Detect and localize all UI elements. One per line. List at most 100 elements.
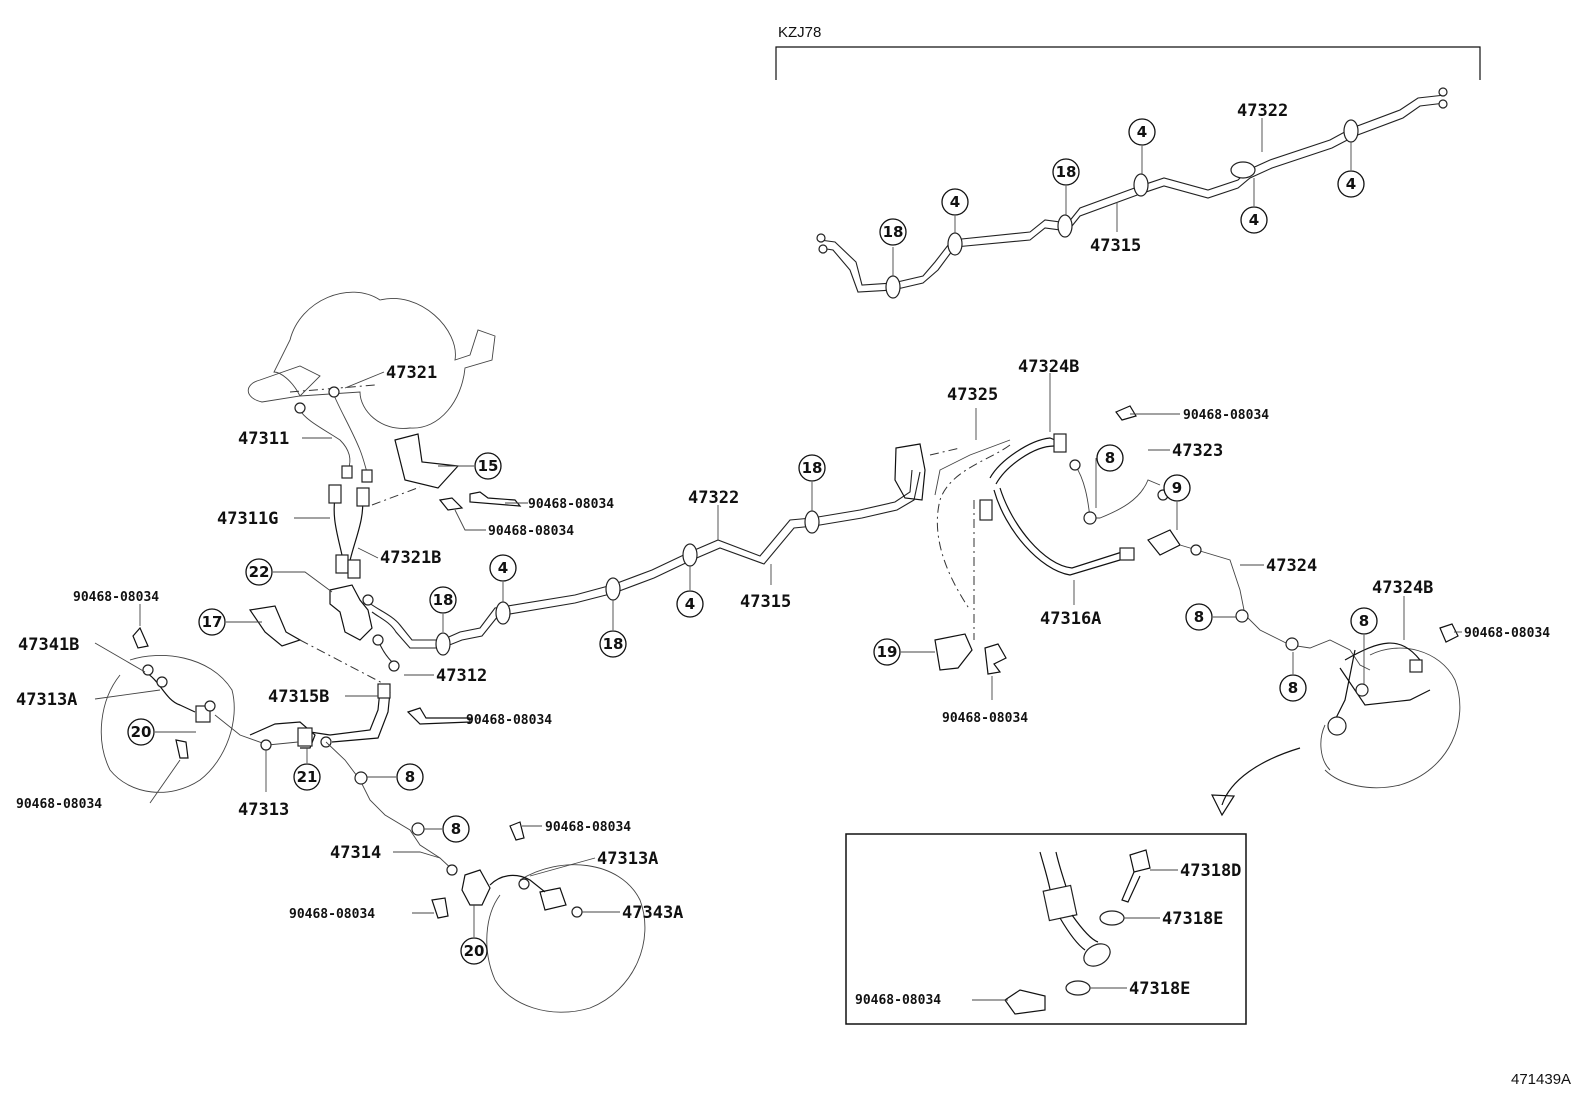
svg-text:8: 8 — [405, 768, 415, 786]
label-47324b-upper: 47324B — [1018, 357, 1079, 432]
svg-text:47322: 47322 — [688, 488, 739, 508]
clip-icon — [984, 643, 1007, 675]
clamp-4-a — [885, 275, 901, 299]
svg-text:47312: 47312 — [436, 666, 487, 686]
svg-text:4: 4 — [498, 559, 508, 577]
callout-18-top: 18 — [879, 218, 907, 276]
callout-8-c: 8 — [1279, 652, 1307, 702]
label-clip-c5: 90468-08034 — [1454, 626, 1550, 641]
svg-text:15: 15 — [478, 457, 499, 475]
banjo-fitting — [1083, 943, 1111, 967]
label-47318e-2: 47318E — [1090, 979, 1190, 999]
svg-text:21: 21 — [297, 768, 318, 786]
label-47324b-right: 47324B — [1372, 578, 1433, 640]
svg-text:47313A: 47313A — [597, 849, 658, 869]
clamp-18 — [435, 632, 451, 656]
svg-text:47315: 47315 — [740, 592, 791, 612]
label-47325: 47325 — [947, 385, 998, 440]
clip-icon — [469, 491, 522, 507]
label-47324: 47324 — [1240, 556, 1317, 576]
left-lower-pipes-group: 47312 47315B 90468-08034 21 47313 8 8 — [214, 639, 552, 876]
label-47341b: 47341B — [18, 635, 146, 673]
svg-text:47321B: 47321B — [380, 548, 441, 568]
svg-text:47313A: 47313A — [16, 690, 77, 710]
label-clip-c10: 90468-08034 — [289, 907, 434, 922]
callout-4-mid2: 4 — [676, 566, 704, 618]
svg-text:47323: 47323 — [1172, 441, 1223, 461]
svg-text:47315: 47315 — [1090, 236, 1141, 256]
svg-text:47324B: 47324B — [1372, 578, 1433, 598]
label-47323: 47323 — [1148, 441, 1223, 461]
pipe-end-fitting — [818, 244, 828, 254]
callout-4-top3: 4 — [1240, 178, 1268, 234]
label-47311: 47311 — [238, 429, 332, 449]
callout-4-top2: 4 — [1128, 118, 1156, 174]
svg-text:4: 4 — [950, 193, 960, 211]
svg-text:90468-08034: 90468-08034 — [545, 820, 631, 835]
svg-text:47343A: 47343A — [622, 903, 683, 923]
svg-text:4: 4 — [1137, 123, 1147, 141]
svg-text:47321: 47321 — [386, 363, 437, 383]
callout-8-a: 8 — [1095, 444, 1124, 508]
svg-text:19: 19 — [877, 643, 898, 661]
callout-8-d: 8 — [1350, 607, 1378, 684]
label-47318d: 47318D — [1150, 861, 1241, 881]
pipe-47314 — [325, 741, 456, 873]
label-47315b: 47315B — [268, 687, 378, 707]
label-47322-mid: 47322 — [688, 488, 739, 540]
callout-18-mid3: 18 — [798, 454, 826, 511]
label-clip-c7: 90468-08034 — [16, 759, 181, 812]
label-47343a: 47343A — [582, 903, 683, 923]
tee-union-9 — [1147, 529, 1181, 556]
callout-9: 9 — [1163, 474, 1191, 530]
clip-icon — [1439, 623, 1459, 643]
svg-text:17: 17 — [202, 613, 223, 631]
figure-id: 471439A — [1511, 1071, 1571, 1088]
svg-text:90468-08034: 90468-08034 — [289, 907, 375, 922]
clip-8 — [1285, 637, 1299, 651]
svg-text:47316A: 47316A — [1040, 609, 1101, 629]
label-47315-top: 47315 — [1090, 202, 1141, 256]
callout-18-mid2: 18 — [599, 600, 627, 658]
svg-text:4: 4 — [685, 595, 695, 613]
clip-icon — [1115, 405, 1137, 421]
svg-text:90468-08034: 90468-08034 — [488, 524, 574, 539]
svg-text:20: 20 — [131, 723, 152, 741]
svg-text:4: 4 — [1249, 211, 1259, 229]
clamp-4-d — [1230, 161, 1256, 179]
callout-4-top4: 4 — [1337, 142, 1365, 198]
label-47313a-left: 47313A — [16, 689, 161, 710]
svg-text:20: 20 — [464, 942, 485, 960]
label-47312: 47312 — [404, 666, 487, 686]
callout-18-top2: 18 — [1052, 158, 1080, 215]
clip-8 — [411, 822, 425, 836]
clip-8 — [1083, 511, 1097, 525]
rear-axle-group: 47324B 47325 90468-08034 8 47323 9 47324 — [873, 357, 1371, 726]
svg-text:47311G: 47311G — [217, 509, 278, 529]
left-brake-disc — [109, 655, 235, 793]
pipe-47311 — [299, 409, 351, 471]
label-47313a-bottom: 47313A — [529, 849, 658, 877]
svg-text:90468-08034: 90468-08034 — [855, 993, 941, 1008]
svg-text:47324B: 47324B — [1018, 357, 1079, 377]
left-front-wheel-group: 90468-08034 47341B 47313A 20 90468-08034 — [16, 590, 235, 812]
callout-15: 15 — [438, 452, 502, 480]
svg-text:18: 18 — [883, 223, 904, 241]
label-clip-c8: 90468-08034 — [466, 713, 552, 728]
clip-8 — [1235, 609, 1249, 623]
svg-text:47324: 47324 — [1266, 556, 1317, 576]
callout-22: 22 — [245, 558, 333, 593]
svg-text:47318E: 47318E — [1162, 909, 1223, 929]
callout-17: 17 — [198, 608, 262, 636]
caliper — [539, 887, 567, 911]
label-clip-c4: 90468-08034 — [942, 676, 1028, 726]
label-clip-c2: 90468-08034 — [454, 509, 574, 539]
svg-text:47341B: 47341B — [18, 635, 79, 655]
label-clip-c11: 90468-08034 — [855, 993, 1008, 1008]
pipe-47323 — [1074, 464, 1161, 519]
label-47321b: 47321B — [357, 547, 441, 568]
detail-frame — [845, 833, 1247, 1025]
arrow-head-icon — [1211, 794, 1236, 817]
hose-47313a-left — [144, 671, 196, 713]
svg-text:47311: 47311 — [238, 429, 289, 449]
